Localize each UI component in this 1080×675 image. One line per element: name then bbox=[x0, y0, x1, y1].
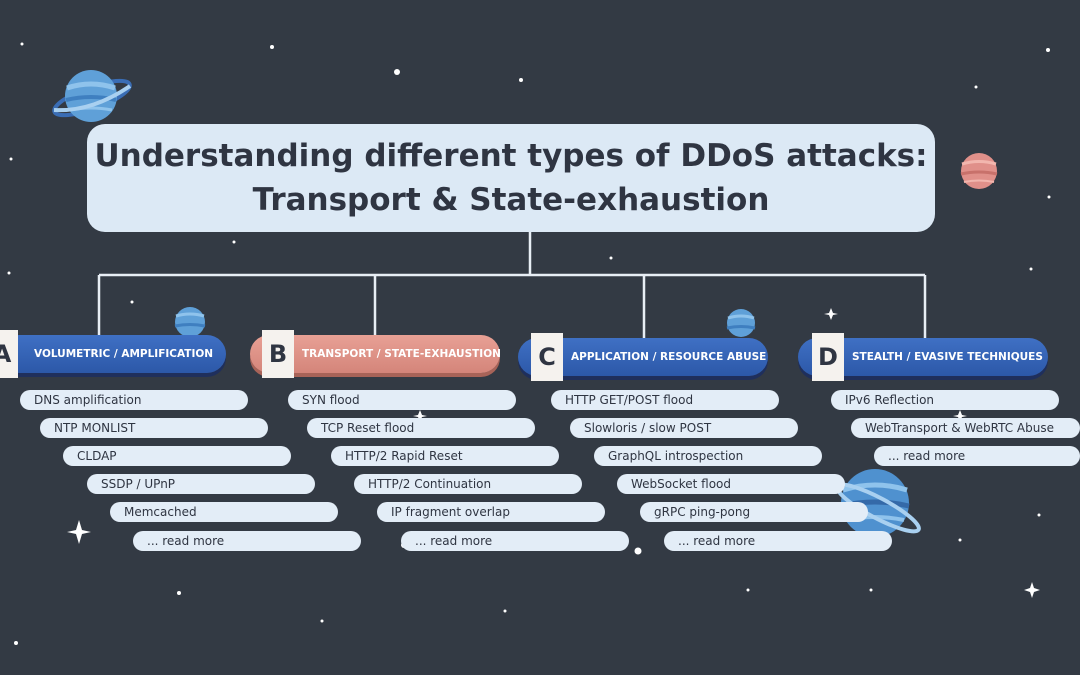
list-item[interactable]: HTTP GET/POST flood bbox=[551, 390, 779, 410]
sparkle-stars bbox=[67, 308, 1040, 598]
title-box: Understanding different types of DDoS at… bbox=[87, 124, 935, 232]
category-c[interactable]: APPLICATION / RESOURCE ABUSE C bbox=[518, 333, 768, 381]
planet-icon bbox=[726, 309, 756, 337]
list-item[interactable]: CLDAP bbox=[63, 446, 291, 466]
category-b-label: TRANSPORT / STATE-EXHAUSTION bbox=[302, 348, 501, 360]
list-item[interactable]: GraphQL introspection bbox=[594, 446, 822, 466]
list-item[interactable]: IP fragment overlap bbox=[377, 502, 605, 522]
list-item[interactable]: WebTransport & WebRTC Abuse bbox=[851, 418, 1080, 438]
planet-icon bbox=[960, 153, 998, 189]
list-item[interactable]: NTP MONLIST bbox=[40, 418, 268, 438]
list-item[interactable]: TCP Reset flood bbox=[307, 418, 535, 438]
category-a-pill[interactable]: VOLUMETRIC / AMPLIFICATION bbox=[0, 335, 226, 373]
category-b-letter: B bbox=[262, 330, 294, 378]
star-icon bbox=[1024, 582, 1040, 598]
category-a[interactable]: VOLUMETRIC / AMPLIFICATION A bbox=[0, 330, 230, 378]
read-more-link[interactable]: ... read more bbox=[664, 531, 892, 551]
list-item[interactable]: IPv6 Reflection bbox=[831, 390, 1059, 410]
category-b[interactable]: TRANSPORT / STATE-EXHAUSTION B bbox=[250, 330, 501, 378]
star-icon bbox=[953, 410, 967, 422]
star-icon bbox=[824, 308, 838, 320]
list-item[interactable]: Memcached bbox=[110, 502, 338, 522]
list-item[interactable]: gRPC ping-pong bbox=[640, 502, 868, 522]
list-item[interactable]: WebSocket flood bbox=[617, 474, 845, 494]
read-more-link[interactable]: ... read more bbox=[401, 531, 629, 551]
category-a-letter: A bbox=[0, 330, 18, 378]
title-line-2: Transport & State-exhaustion bbox=[252, 182, 770, 218]
category-c-letter: C bbox=[531, 333, 563, 381]
list-item[interactable]: SYN flood bbox=[288, 390, 516, 410]
list-item[interactable]: SSDP / UPnP bbox=[87, 474, 315, 494]
category-d-label: STEALTH / EVASIVE TECHNIQUES bbox=[852, 351, 1043, 363]
read-more-link[interactable]: ... read more bbox=[133, 531, 361, 551]
star-icon bbox=[413, 410, 427, 422]
title-line-1: Understanding different types of DDoS at… bbox=[94, 138, 928, 174]
list-item[interactable]: DNS amplification bbox=[20, 390, 248, 410]
star-field bbox=[7, 42, 1051, 645]
category-d[interactable]: STEALTH / EVASIVE TECHNIQUES D bbox=[798, 333, 1048, 381]
planet-icon bbox=[174, 307, 206, 337]
list-item[interactable]: HTTP/2 Rapid Reset bbox=[331, 446, 559, 466]
list-item[interactable]: HTTP/2 Continuation bbox=[354, 474, 582, 494]
star-icon bbox=[67, 520, 91, 544]
connectors bbox=[97, 232, 927, 338]
category-d-letter: D bbox=[812, 333, 844, 381]
list-item[interactable]: Slowloris / slow POST bbox=[570, 418, 798, 438]
category-c-label: APPLICATION / RESOURCE ABUSE bbox=[571, 351, 767, 363]
category-a-label: VOLUMETRIC / AMPLIFICATION bbox=[34, 348, 214, 360]
read-more-link[interactable]: ... read more bbox=[874, 446, 1080, 466]
planet-icon bbox=[52, 70, 132, 122]
